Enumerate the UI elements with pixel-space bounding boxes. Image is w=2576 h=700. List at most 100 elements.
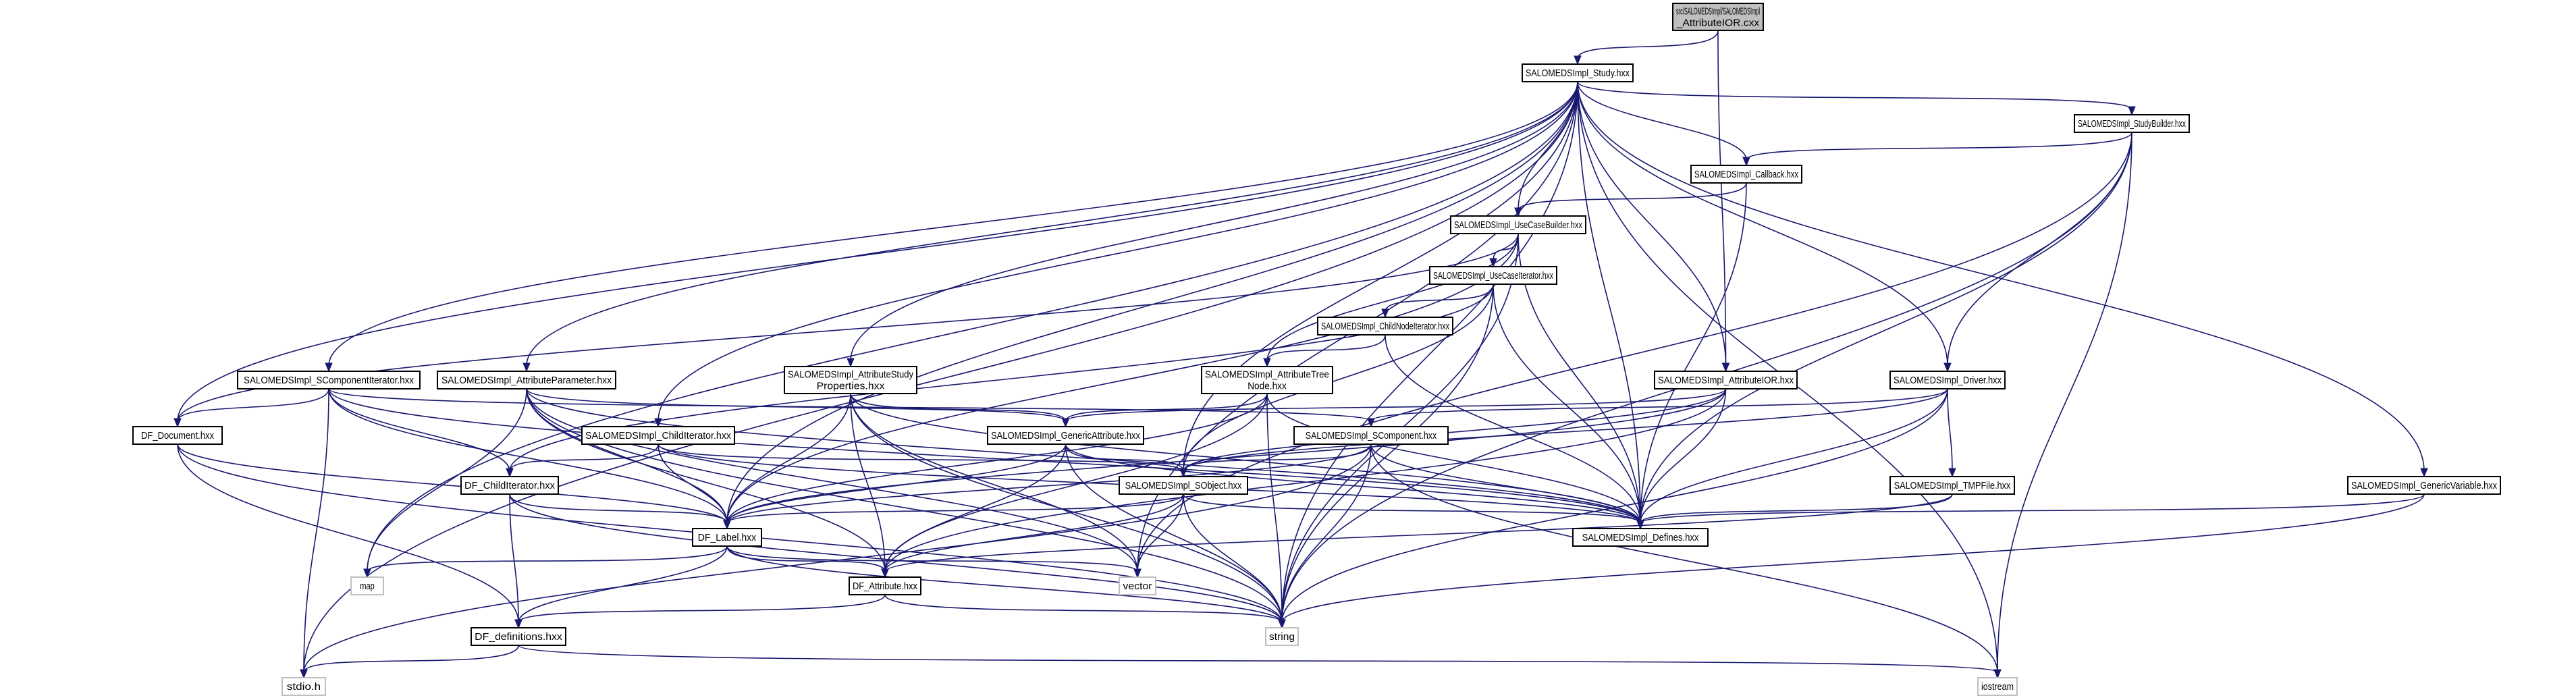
edge-line: [884, 493, 1184, 572]
edge-line: [1947, 132, 2132, 367]
node-dfchilditerator[interactable]: DF_ChildIterator.hxx: [460, 476, 559, 495]
edge-study-to-attributeparameter: [522, 81, 1578, 373]
node-sobject[interactable]: SALOMEDSImpl_SObject.hxx: [1119, 476, 1248, 495]
edge-line: [1065, 443, 1641, 524]
node-callback[interactable]: SALOMEDSImpl_Callback.hxx: [1690, 165, 1802, 184]
node-usecaseiterator[interactable]: SALOMEDSImpl_UseCaseIterator.hxx: [1429, 266, 1557, 285]
edge-root-to-study: [1574, 30, 1719, 65]
node-box: [1889, 371, 2006, 389]
node-label: DF_Label.hxx: [698, 532, 757, 543]
node-genericattribute[interactable]: SALOMEDSImpl_GenericAttribute.hxx: [987, 426, 1144, 445]
edge-line: [1183, 284, 1494, 472]
edge-study-to-attributestudyproperties: [847, 81, 1578, 368]
edge-attributeparameter-to-vector: [526, 388, 1142, 578]
edge-line: [1065, 393, 1268, 422]
node-label: SALOMEDSImpl_AttributeParameter.hxx: [441, 375, 612, 386]
edge-scomponentiterator-to-dflabel: [328, 388, 731, 530]
arrowhead-icon: [300, 669, 308, 679]
node-label: map: [360, 581, 375, 592]
arrowhead-icon: [1514, 207, 1522, 217]
node-box: [471, 627, 566, 646]
edge-scomponentiterator-to-stdio: [300, 388, 329, 679]
node-tmpfile[interactable]: SALOMEDSImpl_TMPFile.hxx: [1889, 476, 2015, 495]
node-dfdefinitions[interactable]: DF_definitions.hxx: [471, 627, 566, 646]
node-label: SALOMEDSImpl_Callback.hxx: [1694, 169, 1798, 180]
node-usecasebuilder[interactable]: SALOMEDSImpl_UseCaseBuilder.hxx: [1450, 215, 1586, 234]
node-box: [350, 576, 384, 595]
arrowhead-icon: [514, 619, 522, 629]
arrowhead-icon: [1179, 468, 1187, 478]
edge-attributeior-to-dfattribute: [881, 388, 1727, 578]
edge-dflabel-to-string: [726, 545, 1286, 629]
edge-line: [328, 388, 1641, 524]
node-label: src/SALOMEDSImpl/SALOMEDSImpl: [1676, 6, 1760, 18]
edge-line: [1281, 443, 1372, 623]
node-attributestudyproperties[interactable]: SALOMEDSImpl_AttributeStudyProperties.hx…: [784, 366, 917, 394]
edge-callback-to-usecasebuilder: [1514, 182, 1747, 217]
edge-line: [509, 493, 519, 623]
node-childiterator[interactable]: SALOMEDSImpl_ChildIterator.hxx: [581, 426, 735, 445]
arrowhead-icon: [2420, 468, 2428, 478]
edge-line: [1065, 443, 1283, 623]
node-scomponentiterator[interactable]: SALOMEDSImpl_SComponentIterator.hxx: [237, 371, 421, 389]
edge-line: [1281, 81, 1578, 623]
edge-line: [177, 443, 519, 623]
node-dflabel[interactable]: DF_Label.hxx: [692, 528, 762, 547]
edge-line: [1281, 388, 1948, 623]
node-box: [1672, 3, 1764, 31]
node-scomponent[interactable]: SALOMEDSImpl_SComponent.hxx: [1293, 426, 1449, 445]
node-label: DF_ChildIterator.hxx: [464, 480, 555, 491]
arrowhead-icon: [1061, 418, 1070, 428]
node-studybuilder[interactable]: SALOMEDSImpl_StudyBuilder.hxx: [2074, 114, 2190, 133]
node-box: [2074, 114, 2190, 133]
node-dfattribute[interactable]: DF_Attribute.hxx: [849, 576, 921, 595]
node-label: SALOMEDSImpl_Study.hxx: [1526, 68, 1630, 79]
edge-line: [726, 545, 1138, 572]
node-childnodeiterator[interactable]: SALOMEDSImpl_ChildNodeIterator.hxx: [1317, 317, 1453, 335]
edge-line: [367, 81, 1578, 572]
node-box: [1265, 627, 1299, 646]
node-driver[interactable]: SALOMEDSImpl_Driver.hxx: [1889, 371, 2006, 389]
node-label: iostream: [1981, 681, 2014, 693]
node-box: [1119, 576, 1156, 595]
edge-line: [1640, 388, 1948, 524]
node-box: [1429, 266, 1557, 285]
node-label: _AttributeIOR.cxx: [1676, 18, 1760, 29]
node-genericvariable[interactable]: SALOMEDSImpl_GenericVariable.hxx: [2347, 476, 2501, 495]
arrowhead-icon: [1263, 358, 1271, 368]
edge-line: [177, 81, 1578, 422]
edge-line: [1370, 443, 1641, 524]
edge-line: [1137, 493, 1184, 572]
edge-attributestudyproperties-to-defines: [850, 393, 1644, 530]
edge-line: [850, 393, 886, 572]
node-study[interactable]: SALOMEDSImpl_Study.hxx: [1522, 63, 1634, 82]
arrowhead-icon: [1381, 308, 1389, 319]
edge-line: [658, 443, 728, 524]
node-map: map: [350, 576, 384, 595]
node-box: [1317, 317, 1453, 335]
edge-line: [1266, 233, 1519, 362]
edge-line: [1281, 493, 2425, 623]
node-label: stdio.h: [287, 681, 321, 693]
edge-line: [1065, 388, 1727, 422]
node-dfdocument[interactable]: DF_Document.hxx: [132, 426, 223, 445]
edge-line: [726, 493, 1184, 524]
edge-line: [1370, 388, 1948, 422]
node-attributeparameter[interactable]: SALOMEDSImpl_AttributeParameter.hxx: [437, 371, 616, 389]
edge-line: [367, 388, 527, 572]
node-label: SALOMEDSImpl_GenericAttribute.hxx: [991, 430, 1140, 441]
edge-studybuilder-to-callback: [1742, 132, 2132, 167]
edge-study-to-attributeior: [1577, 81, 1730, 373]
arrowhead-icon: [1636, 520, 1644, 530]
edge-line: [726, 443, 1372, 524]
node-defines[interactable]: SALOMEDSImpl_Defines.hxx: [1572, 528, 1709, 547]
edge-line: [850, 393, 1138, 572]
edge-line: [726, 233, 1519, 524]
node-box: [1690, 165, 1802, 184]
edge-line: [726, 545, 1283, 623]
edge-line: [1385, 284, 1494, 313]
node-box: [1201, 366, 1333, 394]
node-attributeior[interactable]: SALOMEDSImpl_AttributeIOR.hxx: [1654, 371, 1798, 389]
edge-line: [303, 81, 1578, 673]
